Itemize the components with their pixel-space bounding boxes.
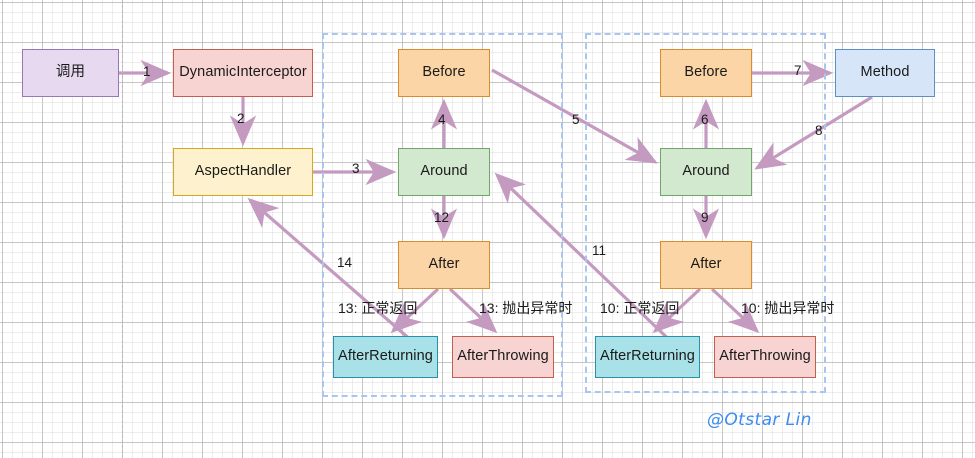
- page-divider: [122, 0, 123, 458]
- node-call[interactable]: 调用: [22, 49, 119, 97]
- watermark: @Otstar Lin: [707, 410, 812, 430]
- arrow-14: [247, 197, 422, 350]
- edge-label-3: 3: [352, 161, 360, 176]
- node-dynamic-interceptor-label: DynamicInterceptor: [179, 64, 307, 81]
- node-after-throwing-outer-label: AfterThrowing: [719, 348, 811, 365]
- group-outer-aspect: [585, 33, 826, 393]
- edge-label-5: 5: [572, 112, 580, 127]
- edge-label-11: 11: [592, 243, 607, 258]
- node-around-inner-label: Around: [420, 163, 468, 180]
- arrow-13-throwing: [448, 287, 498, 334]
- edge-label-14: 14: [337, 255, 353, 270]
- node-after-outer[interactable]: After: [660, 241, 752, 289]
- node-after-throwing-inner-label: AfterThrowing: [457, 348, 549, 365]
- node-after-returning-outer[interactable]: AfterReturning: [595, 336, 700, 378]
- edge-label-10-throwing: 10: 抛出异常时: [741, 300, 835, 316]
- edge-label-9: 9: [701, 210, 709, 225]
- arrow-13-returning: [390, 287, 440, 334]
- group-inner-aspect: [322, 33, 563, 397]
- node-call-label: 调用: [55, 64, 86, 81]
- node-before-outer-label: Before: [684, 64, 728, 81]
- node-method-label: Method: [860, 64, 910, 81]
- edge-label-7: 7: [794, 63, 802, 78]
- node-after-throwing-outer[interactable]: AfterThrowing: [714, 336, 816, 378]
- edge-label-2: 2: [237, 111, 245, 126]
- node-aspect-handler-label: AspectHandler: [194, 163, 292, 180]
- node-aspect-handler[interactable]: AspectHandler: [173, 148, 313, 196]
- node-around-outer[interactable]: Around: [660, 148, 752, 196]
- node-around-inner[interactable]: Around: [398, 148, 490, 196]
- node-after-outer-label: After: [690, 256, 722, 273]
- node-after-inner[interactable]: After: [398, 241, 490, 289]
- edge-label-10-returning: 10: 正常返回: [600, 300, 680, 316]
- node-after-inner-label: After: [428, 256, 460, 273]
- edge-label-6: 6: [701, 112, 709, 127]
- node-around-outer-label: Around: [682, 163, 730, 180]
- node-before-outer[interactable]: Before: [660, 49, 752, 97]
- arrow-5: [491, 68, 658, 164]
- node-after-throwing-inner[interactable]: AfterThrowing: [452, 336, 554, 378]
- edge-label-13-throwing: 13: 抛出异常时: [479, 300, 573, 316]
- node-before-inner-label: Before: [422, 64, 466, 81]
- edge-label-4: 4: [438, 112, 446, 127]
- arrow-11: [494, 172, 682, 352]
- node-after-returning-inner[interactable]: AfterReturning: [333, 336, 438, 378]
- arrow-8: [754, 95, 873, 170]
- node-before-inner[interactable]: Before: [398, 49, 490, 97]
- arrow-10-throwing: [710, 287, 760, 334]
- node-after-returning-inner-label: AfterReturning: [338, 348, 433, 365]
- edge-label-1: 1: [143, 64, 151, 79]
- edge-label-12: 12: [434, 210, 450, 225]
- node-dynamic-interceptor[interactable]: DynamicInterceptor: [173, 49, 313, 97]
- node-method[interactable]: Method: [835, 49, 935, 97]
- edge-label-13-returning: 13: 正常返回: [338, 300, 418, 316]
- node-after-returning-outer-label: AfterReturning: [600, 348, 695, 365]
- arrow-10-returning: [652, 287, 702, 334]
- edge-label-8: 8: [815, 123, 823, 138]
